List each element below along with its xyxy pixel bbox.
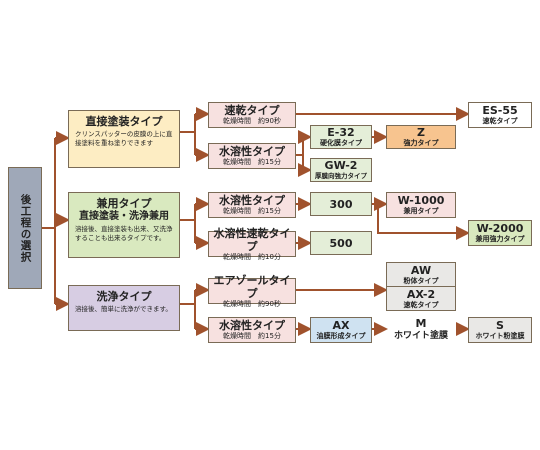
product-w1000: W-1000 兼用タイプ	[386, 192, 456, 218]
product-500: 500	[310, 231, 372, 255]
item-water-soluble-quick: 水溶性速乾タイプ 乾燥時間 約10分	[208, 227, 296, 261]
group-title: 洗浄タイプ	[96, 290, 152, 303]
product-desc: 粉体タイプ	[403, 276, 439, 285]
product-desc: 硬化膜タイプ	[320, 139, 362, 147]
group-desc: 溶接後、簡単に洗浄ができます。	[75, 305, 172, 313]
item-title: 水溶性タイプ	[219, 145, 285, 158]
product-ax2: AX-2 速乾タイプ	[386, 286, 456, 311]
group-title: 兼用タイプ	[96, 197, 152, 210]
item-title: エアゾールタイプ	[213, 273, 291, 300]
product-name: AX	[332, 319, 350, 332]
item-sub: 乾燥時間 約10分	[223, 252, 281, 261]
product-desc: ホワイト粉塗膜	[475, 332, 525, 340]
product-name: S	[496, 319, 504, 332]
product-ax: AX 油膜形成タイプ	[310, 317, 372, 343]
item-quick-dry: 速乾タイプ 乾燥時間 約90秒	[208, 102, 296, 128]
product-name: 300	[329, 197, 353, 211]
item-sub: 乾燥時間 約15分	[223, 332, 281, 340]
product-desc: ホワイト塗膜	[393, 331, 448, 341]
item-sub: 乾燥時間 約15分	[223, 207, 281, 215]
product-name: W-1000	[397, 194, 445, 207]
root-label: 後工程の選択	[19, 193, 32, 263]
product-desc: 速乾タイプ	[403, 300, 439, 309]
product-name: AX-2	[406, 287, 436, 301]
product-name: M	[415, 317, 427, 330]
item-water-soluble: 水溶性タイプ 乾燥時間 約15分	[208, 317, 296, 343]
item-water-soluble: 水溶性タイプ 乾燥時間 約15分	[208, 192, 296, 218]
product-name: Z	[417, 126, 425, 139]
product-e32: E-32 硬化膜タイプ	[310, 125, 372, 149]
product-es55: ES-55 速乾タイプ	[468, 102, 532, 128]
product-name: 500	[329, 236, 353, 250]
product-aw: AW 粉体タイプ	[386, 262, 456, 287]
group-desc: 溶接後、直接塗装も出来、又洗浄することも出来るタイプです。	[75, 225, 173, 242]
item-water-soluble: 水溶性タイプ 乾燥時間 約15分	[208, 143, 296, 169]
product-m: M ホワイト塗膜	[386, 317, 456, 343]
product-s: S ホワイト粉塗膜	[468, 317, 532, 343]
product-name: ES-55	[482, 104, 518, 117]
product-300: 300	[310, 192, 372, 216]
product-w2000: W-2000 兼用強力タイプ	[468, 220, 532, 246]
product-desc: 強力タイプ	[403, 139, 439, 147]
item-sub: 乾燥時間 約15分	[223, 158, 281, 166]
product-gw2: GW-2 厚膜向強力タイプ	[310, 158, 372, 182]
root-box: 後工程の選択	[8, 167, 42, 289]
product-name: W-2000	[476, 222, 524, 235]
item-title: 水溶性タイプ	[219, 194, 285, 207]
product-desc: 速乾タイプ	[482, 117, 518, 125]
group-direct-paint: 直接塗装タイプ クリンスパッターの皮膜の上に直接塗料を重ね塗りできます	[68, 110, 180, 168]
product-desc: 兼用タイプ	[403, 207, 439, 215]
product-name: AW	[410, 263, 432, 277]
item-title: 水溶性タイプ	[219, 319, 285, 332]
group-desc: クリンスパッターの皮膜の上に直接塗料を重ね塗りできます	[75, 130, 173, 147]
product-desc: 兼用強力タイプ	[475, 235, 525, 243]
product-name: E-32	[327, 126, 355, 139]
group-dual-use: 兼用タイプ 直接塗装・洗浄兼用 溶接後、直接塗装も出来、又洗浄することも出来るタ…	[68, 192, 180, 258]
item-sub: 乾燥時間 約90秒	[223, 299, 281, 308]
product-desc: 厚膜向強力タイプ	[315, 172, 367, 180]
group-title: 直接塗装タイプ	[85, 115, 163, 128]
item-aerosol: エアゾールタイプ 乾燥時間 約90秒	[208, 274, 296, 308]
product-z: Z 強力タイプ	[386, 125, 456, 149]
item-title: 速乾タイプ	[224, 104, 280, 117]
product-name: GW-2	[324, 159, 358, 172]
group-title-2: 直接塗装・洗浄兼用	[79, 211, 169, 222]
product-desc: 油膜形成タイプ	[316, 332, 366, 340]
group-wash: 洗浄タイプ 溶接後、簡単に洗浄ができます。	[68, 285, 180, 331]
item-title: 水溶性速乾タイプ	[213, 226, 291, 253]
item-sub: 乾燥時間 約90秒	[223, 117, 281, 125]
